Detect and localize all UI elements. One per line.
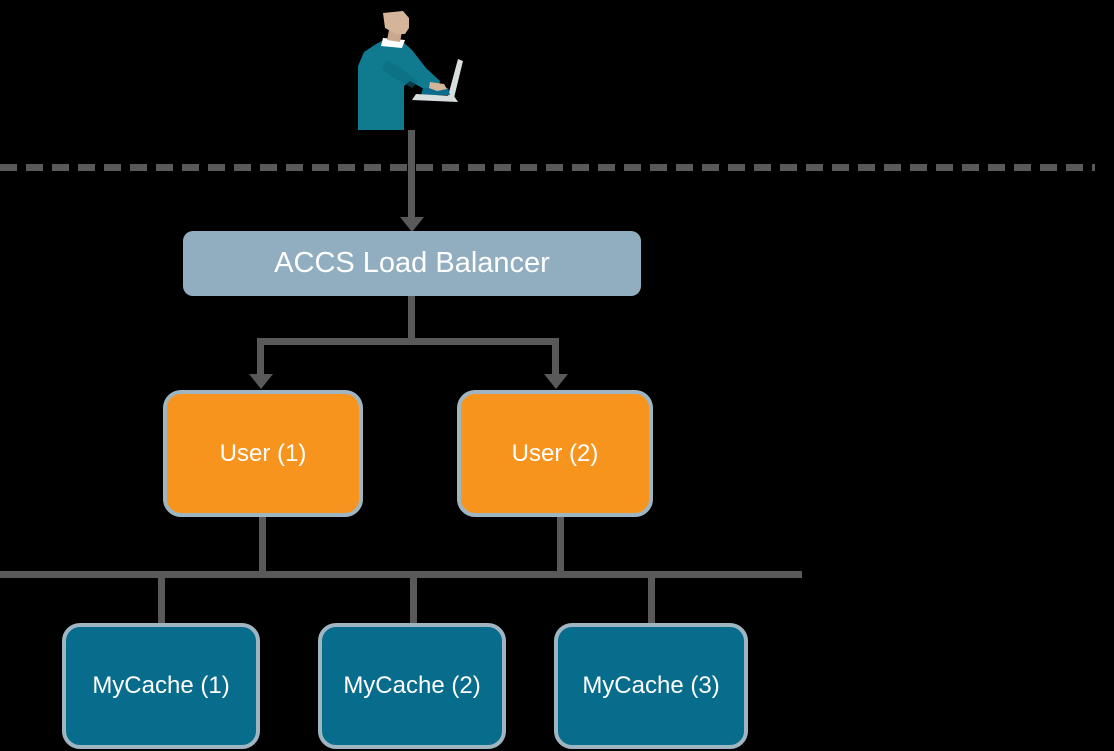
person-hand xyxy=(429,82,447,91)
bus-to-cache3-line xyxy=(648,578,655,624)
lb-stem-line xyxy=(408,296,415,341)
user1-to-bus-line xyxy=(259,517,266,572)
lb-to-user1-arrowhead-icon xyxy=(249,374,273,389)
bus-to-cache1-line xyxy=(158,578,165,624)
bus-to-cache2-line xyxy=(410,578,417,624)
person-head xyxy=(383,11,409,34)
person-to-lb-arrow-line xyxy=(408,130,415,218)
mycache-3-label: MyCache (3) xyxy=(582,672,720,699)
lb-branch-bar xyxy=(257,338,559,345)
mycache-2-node: MyCache (2) xyxy=(318,623,506,749)
user-1-node: User (1) xyxy=(163,390,363,517)
mycache-1-label: MyCache (1) xyxy=(92,672,230,699)
cache-bus-line xyxy=(0,571,802,578)
lb-to-user2-line xyxy=(552,338,559,375)
user2-to-bus-line xyxy=(557,517,564,572)
user-2-node: User (2) xyxy=(457,390,653,517)
lb-to-user2-arrowhead-icon xyxy=(544,374,568,389)
laptop-screen xyxy=(448,59,463,98)
load-balancer-node: ACCS Load Balancer xyxy=(183,231,641,296)
mycache-2-label: MyCache (2) xyxy=(343,672,481,699)
user-1-label: User (1) xyxy=(219,439,307,467)
mycache-1-node: MyCache (1) xyxy=(62,623,260,749)
user-2-label: User (2) xyxy=(511,439,599,467)
laptop-base xyxy=(412,94,458,102)
network-boundary-dashed-line xyxy=(0,164,1095,171)
person-sweater xyxy=(358,39,440,130)
mycache-3-node: MyCache (3) xyxy=(554,623,748,749)
load-balancer-label: ACCS Load Balancer xyxy=(274,247,550,279)
person-to-lb-arrowhead-icon xyxy=(400,217,424,232)
person-at-laptop-icon xyxy=(358,11,463,130)
person-arm-shade xyxy=(382,60,418,88)
lb-to-user1-line xyxy=(257,338,264,375)
